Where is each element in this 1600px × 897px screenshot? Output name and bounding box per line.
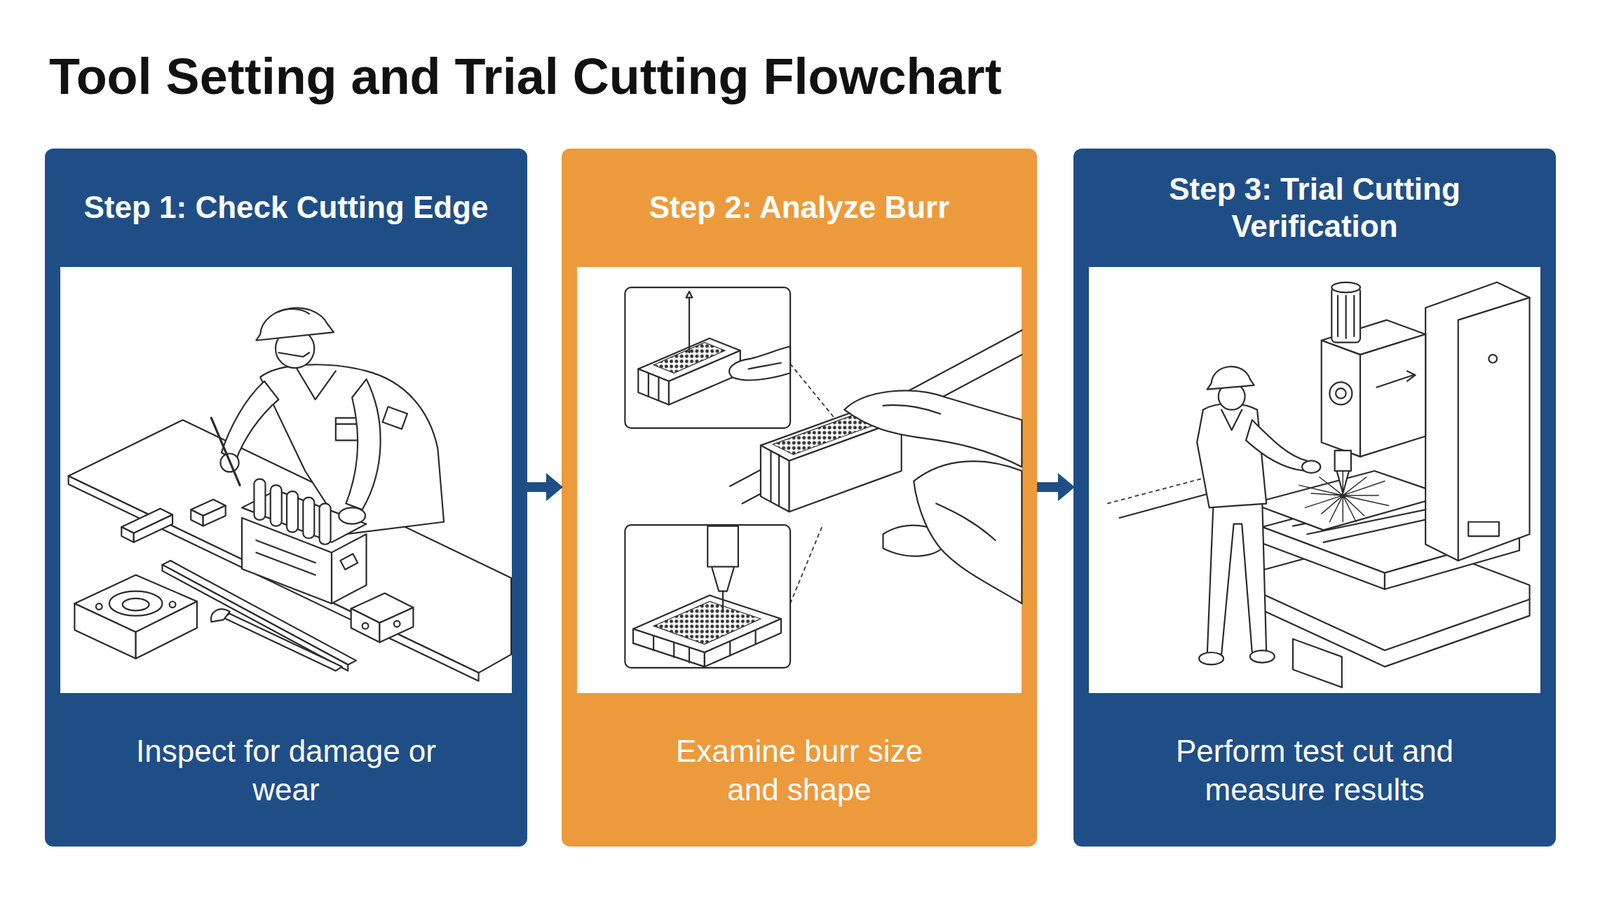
step-description: Examine burr size and shape [648,731,951,810]
step-description: Inspect for damage or wear [135,731,437,810]
step-heading: Step 1: Check Cutting Edge [84,189,489,227]
flow-arrow [1036,482,1059,493]
panel-header: Step 3: Trial Cutting Verification [1073,148,1556,268]
panel-footer: Perform test cut and measure results [1073,693,1556,847]
picture-slot [44,267,528,694]
chart-title: Tool Setting and Trial Cutting Flowchart [49,47,1002,106]
panel-header: Step 1: Check Cutting Edge [44,148,528,268]
picture-slot [561,267,1037,694]
panel-header: Step 2: Analyze Burr [561,148,1037,268]
step-heading: Step 2: Analyze Burr [649,189,951,227]
step-description: Perform test cut and measure results [1163,731,1466,810]
flow-arrow [527,482,547,493]
picture-slot [1073,267,1556,694]
step-panel: Step 2: Analyze BurrExamine burr size an… [561,148,1037,847]
step-heading: Step 3: Trial Cutting Verification [1097,171,1532,246]
step-panel: Step 1: Check Cutting EdgeInspect for da… [44,148,528,847]
panel-footer: Inspect for damage or wear [44,693,528,847]
panel-footer: Examine burr size and shape [561,693,1037,847]
step-panel: Step 3: Trial Cutting VerificationPerfor… [1073,148,1556,847]
